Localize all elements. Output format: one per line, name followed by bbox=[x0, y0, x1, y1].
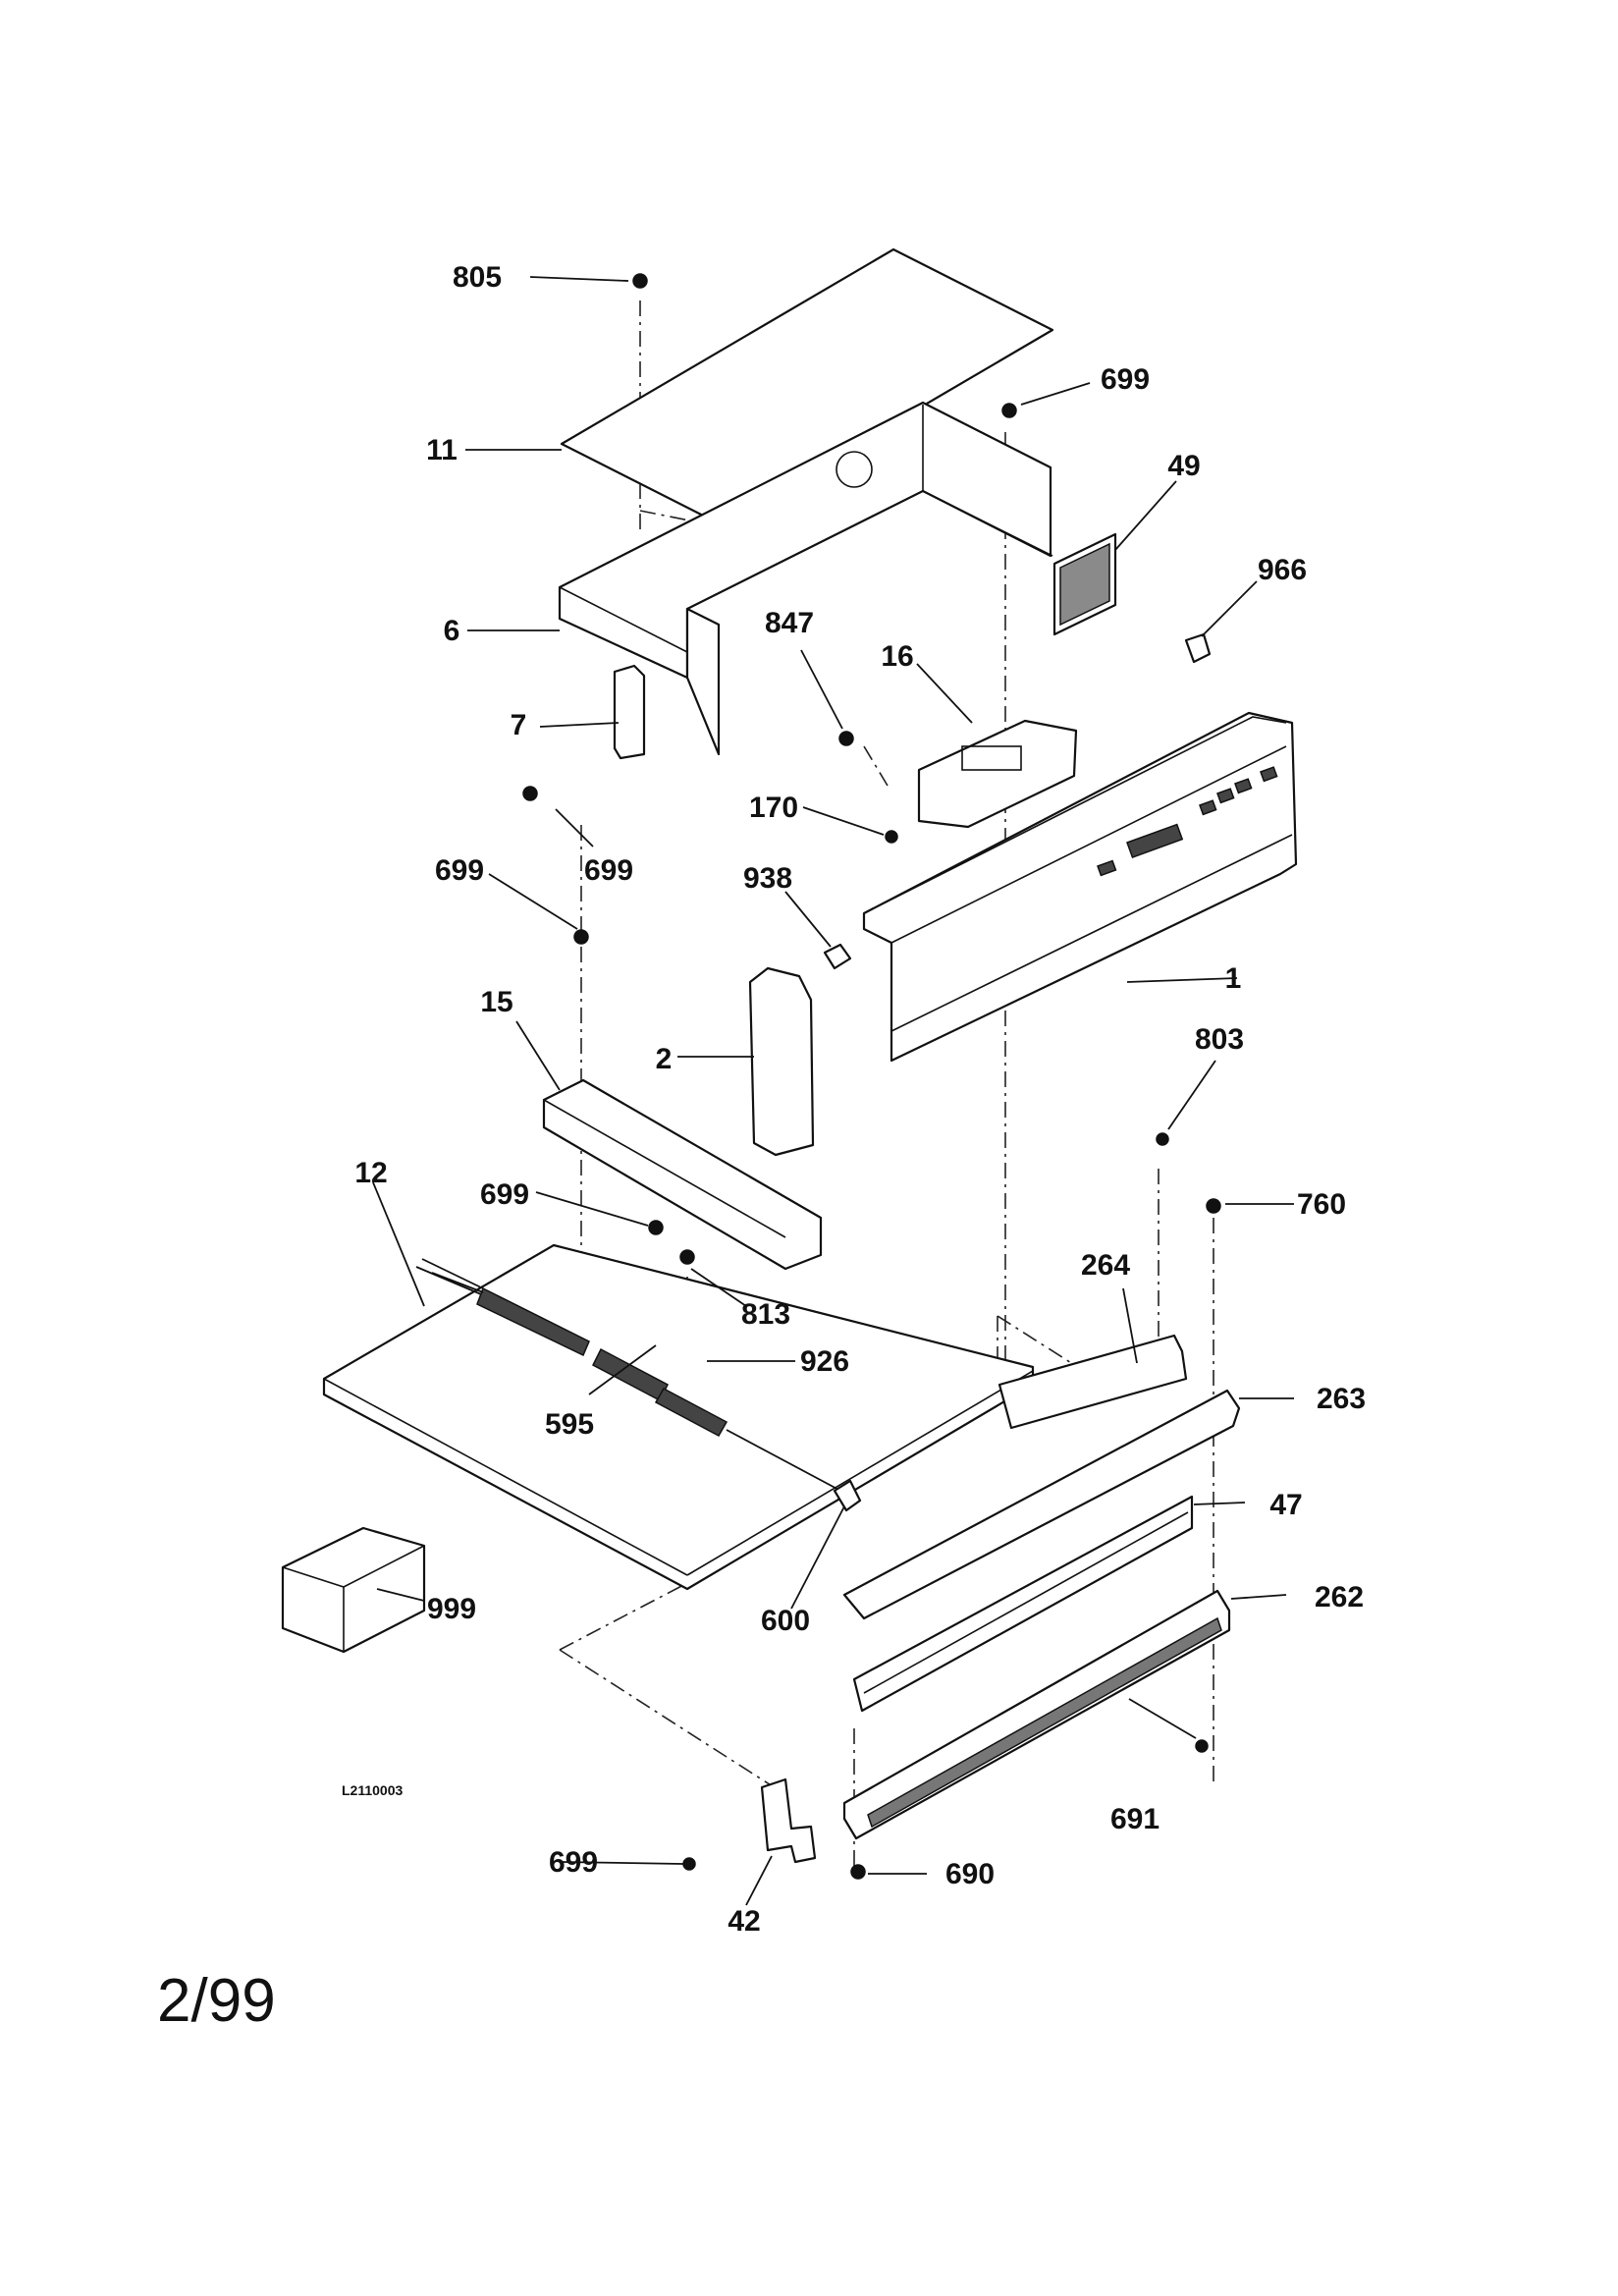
callout-11: 11 bbox=[426, 434, 458, 466]
part-15-rear-bracket bbox=[542, 1078, 823, 1271]
screw-icon bbox=[850, 1864, 866, 1880]
screw-icon bbox=[632, 273, 648, 289]
part-938-clip bbox=[823, 943, 852, 970]
callout-49: 49 bbox=[1167, 450, 1200, 482]
screw-icon bbox=[1001, 403, 1017, 418]
callout-6: 6 bbox=[444, 615, 460, 647]
callout-7: 7 bbox=[511, 709, 527, 741]
part-263-trim bbox=[842, 1389, 1241, 1620]
part-7-bracket bbox=[613, 664, 646, 760]
screw-icon bbox=[682, 1857, 696, 1871]
callout-690: 690 bbox=[945, 1858, 995, 1890]
part-264-trim bbox=[998, 1334, 1188, 1430]
part-262-kick-panel bbox=[842, 1589, 1231, 1840]
part-12-base-plate bbox=[322, 1243, 1035, 1591]
callout-labels: 805 11 699 49 966 6 847 16 7 699 170 699… bbox=[354, 261, 1366, 1938]
screw-icon bbox=[1156, 1132, 1169, 1146]
screw-icons bbox=[522, 273, 1221, 1880]
screw-icon bbox=[885, 830, 898, 844]
part-600-connector bbox=[833, 1479, 862, 1512]
callout-15: 15 bbox=[480, 986, 512, 1018]
part-999-box bbox=[281, 1526, 426, 1654]
part-42-bracket bbox=[760, 1777, 817, 1864]
callout-699-mid: 699 bbox=[584, 854, 633, 887]
callout-803: 803 bbox=[1195, 1023, 1244, 1056]
callout-966: 966 bbox=[1258, 554, 1307, 586]
part-595-wire-harness bbox=[415, 1258, 845, 1494]
part-6-control-housing bbox=[558, 401, 1053, 756]
callout-600: 600 bbox=[761, 1605, 810, 1637]
callout-847: 847 bbox=[765, 607, 814, 639]
callout-699-top: 699 bbox=[1101, 363, 1150, 396]
leader-lines bbox=[372, 276, 1294, 1906]
screw-icon bbox=[679, 1249, 695, 1265]
screw-icon bbox=[573, 929, 589, 945]
callout-12: 12 bbox=[354, 1157, 387, 1189]
callout-1: 1 bbox=[1225, 962, 1242, 995]
callout-926: 926 bbox=[800, 1345, 849, 1378]
callout-170: 170 bbox=[749, 792, 798, 824]
callout-595: 595 bbox=[545, 1408, 594, 1441]
part-1-control-panel bbox=[862, 711, 1298, 1063]
callout-699-base: 699 bbox=[480, 1178, 529, 1211]
callout-2: 2 bbox=[656, 1043, 673, 1075]
part-49-vent-grille bbox=[1052, 532, 1117, 636]
callout-264: 264 bbox=[1081, 1249, 1130, 1282]
callout-262: 262 bbox=[1315, 1581, 1364, 1613]
screw-icon bbox=[648, 1220, 664, 1235]
callout-16: 16 bbox=[881, 640, 913, 673]
part-11-top-panel bbox=[560, 247, 1054, 526]
callout-699-bottom: 699 bbox=[549, 1846, 598, 1879]
screw-icon bbox=[838, 731, 854, 746]
part-16-control-board bbox=[917, 719, 1078, 829]
callout-760: 760 bbox=[1297, 1188, 1346, 1221]
callout-805: 805 bbox=[453, 261, 502, 294]
callout-47: 47 bbox=[1269, 1489, 1302, 1521]
screw-icon bbox=[522, 786, 538, 801]
callout-938: 938 bbox=[743, 862, 792, 895]
screw-icon bbox=[1195, 1739, 1209, 1753]
drawing-code: L2110003 bbox=[342, 1782, 403, 1798]
callout-999: 999 bbox=[427, 1593, 476, 1625]
part-47-vent bbox=[852, 1495, 1194, 1713]
callout-263: 263 bbox=[1317, 1383, 1366, 1415]
callout-42: 42 bbox=[728, 1905, 760, 1938]
callout-813: 813 bbox=[741, 1298, 790, 1331]
part-2-end-cap bbox=[748, 966, 815, 1157]
diagram-date: 2/99 bbox=[157, 1967, 276, 2035]
callout-699-left: 699 bbox=[435, 854, 484, 887]
part-966-clip bbox=[1184, 632, 1212, 664]
screw-icon bbox=[1206, 1198, 1221, 1214]
callout-691: 691 bbox=[1110, 1803, 1160, 1835]
